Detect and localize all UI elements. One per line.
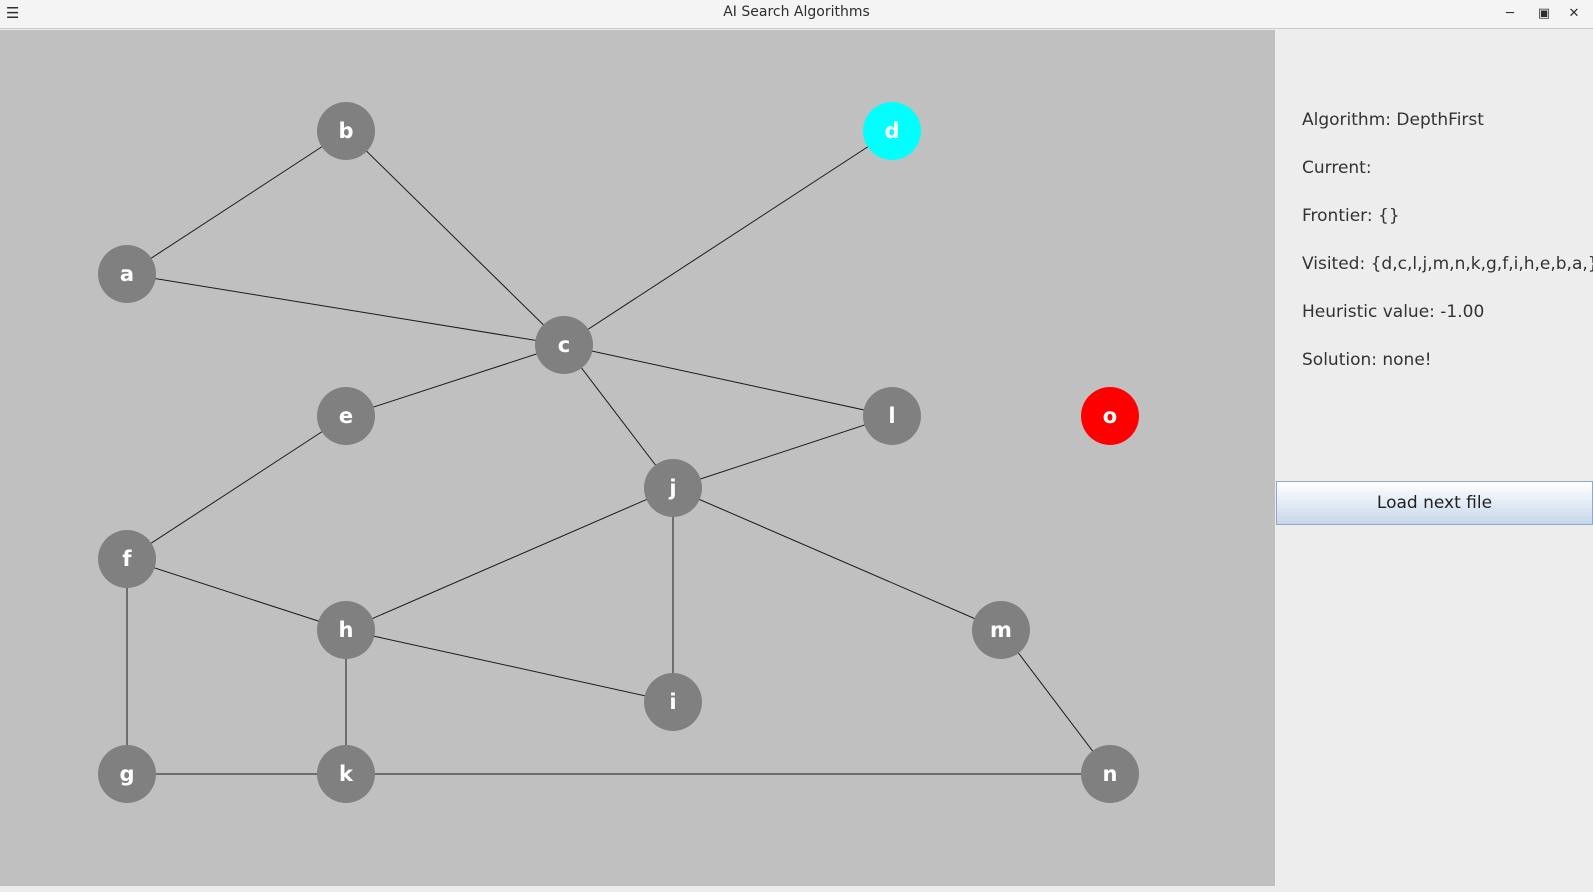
graph-edge-e-f xyxy=(126,415,347,560)
frontier-label: Frontier: {} xyxy=(1302,206,1400,226)
maximize-icon[interactable]: ▣ xyxy=(1537,6,1551,21)
graph-node-f xyxy=(98,530,156,588)
graph-node-label-d: d xyxy=(884,119,899,143)
current-label: Current: xyxy=(1302,158,1372,178)
graph-node-i xyxy=(644,673,702,731)
graph-node-label-b: b xyxy=(338,119,353,143)
graph-node-label-f: f xyxy=(122,547,132,571)
graph-edge-j-l xyxy=(672,415,893,489)
algorithm-label: Algorithm: DepthFirst xyxy=(1302,110,1484,130)
close-icon[interactable]: ✕ xyxy=(1568,6,1580,21)
solution-label: Solution: none! xyxy=(1302,350,1432,370)
heuristic-label: Heuristic value: -1.00 xyxy=(1302,302,1485,322)
graph-canvas: a b c d e f g h i j k l m n o xyxy=(0,30,1275,886)
graph-edge-c-j xyxy=(563,344,674,489)
graph-node-k xyxy=(317,745,375,803)
graph-node-label-l: l xyxy=(888,404,895,428)
graph-node-label-c: c xyxy=(558,333,570,357)
graph-node-o xyxy=(1081,387,1139,445)
info-panel: Algorithm: DepthFirst Current: Frontier:… xyxy=(1275,30,1593,886)
graph-node-l xyxy=(863,387,921,445)
graph-node-label-a: a xyxy=(120,262,134,286)
graph-node-label-j: j xyxy=(668,476,676,500)
graph-node-n xyxy=(1081,745,1139,803)
graph-node-label-h: h xyxy=(339,618,354,642)
window-title: AI Search Algorithms xyxy=(723,4,870,20)
graph-edge-c-l xyxy=(563,344,893,417)
graph-node-label-k: k xyxy=(339,762,354,786)
graph-edge-m-n xyxy=(1000,629,1111,775)
graph-node-label-n: n xyxy=(1103,762,1118,786)
graph-node-label-e: e xyxy=(339,404,353,428)
graph-node-label-m: m xyxy=(990,618,1012,642)
graph-node-label-g: g xyxy=(119,762,134,786)
graph-edge-b-c xyxy=(345,130,565,346)
graph-node-a xyxy=(98,245,156,303)
graph-edge-j-m xyxy=(672,487,1002,631)
graph-node-h xyxy=(317,601,375,659)
load-next-file-button[interactable]: Load next file xyxy=(1276,481,1593,525)
graph-edge-c-d xyxy=(563,130,893,346)
graph-node-b xyxy=(317,102,375,160)
graph-edge-c-e xyxy=(345,344,565,417)
title-bar: ☰ AI Search Algorithms ─ ▣ ✕ xyxy=(0,0,1593,29)
graph-edge-f-h xyxy=(126,558,347,631)
hamburger-menu-icon[interactable]: ☰ xyxy=(6,4,20,22)
graph-node-label-i: i xyxy=(669,690,676,714)
graph-node-label-o: o xyxy=(1103,404,1117,428)
graph-edge-h-j xyxy=(345,487,674,631)
visited-label: Visited: {d,c,l,j,m,n,k,g,f,i,h,e,b,a,} xyxy=(1302,254,1593,274)
graph-edge-a-c xyxy=(126,273,565,346)
graph-node-j xyxy=(644,459,702,517)
graph-node-e xyxy=(317,387,375,445)
graph-edge-a-b xyxy=(126,130,347,275)
graph-drawing: a b c d e f g h i j k l m n o xyxy=(98,102,1139,803)
graph-edge-h-i xyxy=(345,629,674,703)
minimize-icon[interactable]: ─ xyxy=(1506,6,1514,21)
graph-node-m xyxy=(972,601,1030,659)
graph-node-d xyxy=(863,102,921,160)
graph-node-g xyxy=(98,745,156,803)
graph-node-c xyxy=(535,316,593,374)
bottom-border xyxy=(0,886,1593,892)
